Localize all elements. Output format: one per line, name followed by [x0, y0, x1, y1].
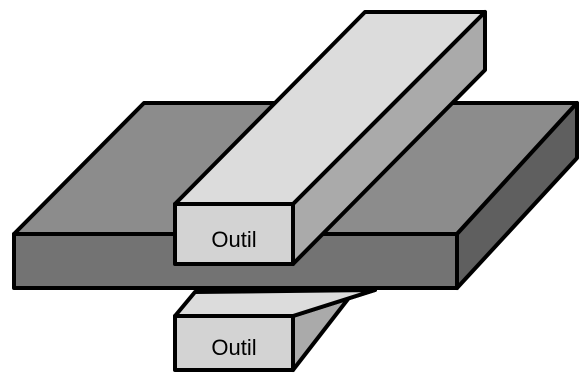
- top-tool-front-face: [173, 202, 295, 266]
- top-tool-label: Outil: [211, 227, 256, 252]
- top-tool: [173, 10, 487, 266]
- bottom-tool-front-face: [173, 314, 295, 372]
- bottom-tool-label: Outil: [211, 335, 256, 360]
- bottom-tool: [173, 288, 377, 372]
